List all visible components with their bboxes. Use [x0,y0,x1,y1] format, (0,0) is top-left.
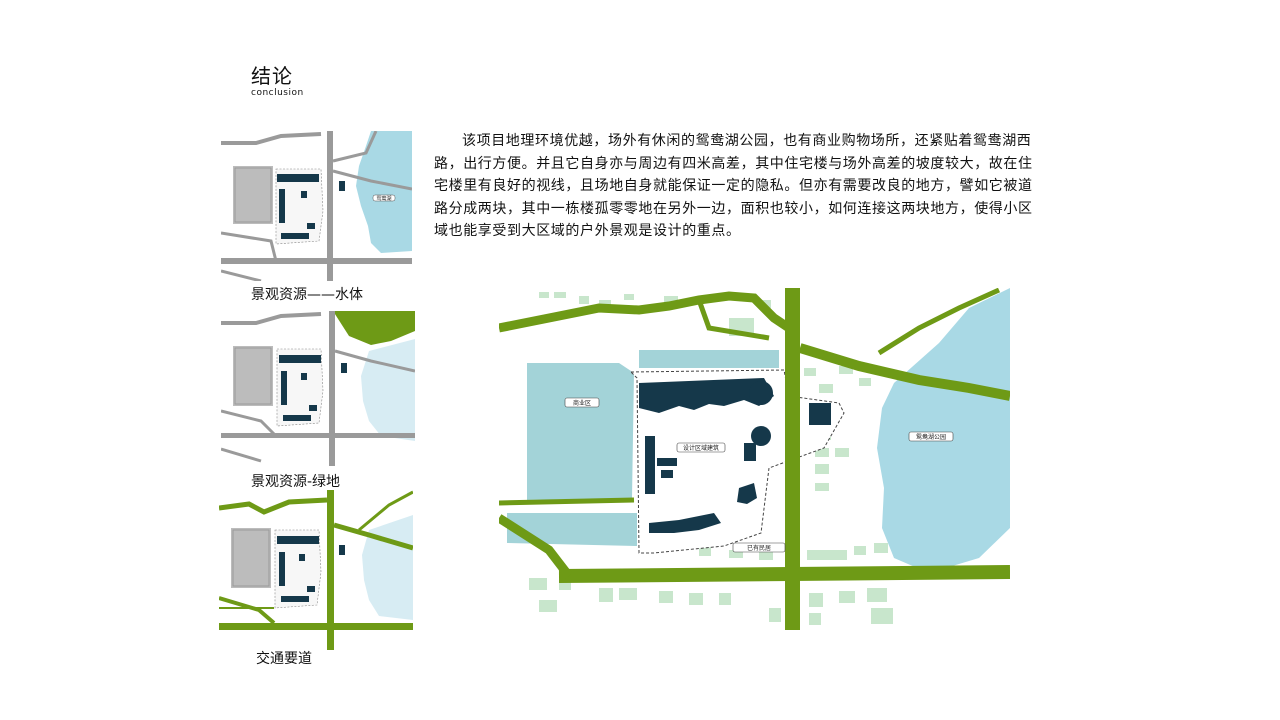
road-east [333,522,413,551]
road-east [798,343,1010,401]
conclusion-paragraph: 该项目地理环境优越，场外有休闲的鸳鸯湖公园，也有商业购物场所，还紧贴着鸳鸯湖西路… [434,133,1033,239]
thumbnail-green-map [221,311,415,466]
thumbnail-water-caption: 景观资源——水体 [251,287,363,303]
stadium-block [233,166,273,224]
road-vertical [327,490,334,650]
lake-shape [356,131,412,253]
thumbnail-water-map: 鸳鸯湖 [221,131,412,281]
thumbnail-green-caption: 景观资源-绿地 [251,474,341,490]
thumbnail-traffic-map [219,490,413,650]
road-north [219,497,328,515]
commercial-zone [527,363,634,500]
thumbnail-traffic-caption: 交通要道 [256,651,312,667]
road-south [219,623,413,630]
road-top-arc [499,291,792,333]
road-south [558,565,1010,583]
road-southwest [499,514,573,579]
green-space [333,311,415,345]
label-commercial: 商业区 [573,399,591,407]
design-buildings [639,378,831,533]
buildings [277,174,345,239]
residential-blocks [529,292,893,625]
road-main-vertical [785,288,800,630]
page-subtitle: conclusion [251,88,304,98]
main-site-plan: 商业区 设计区域建筑 已有民居 鸳鸯湖公园 [499,288,1010,630]
lake-label: 鸳鸯湖 [376,195,391,202]
label-existing: 已有民居 [747,544,771,552]
label-lake-park: 鸳鸯湖公园 [916,433,946,441]
label-design-area: 设计区域建筑 [683,444,719,452]
page-title: 结论 [251,64,293,88]
lake-park [877,288,1010,573]
